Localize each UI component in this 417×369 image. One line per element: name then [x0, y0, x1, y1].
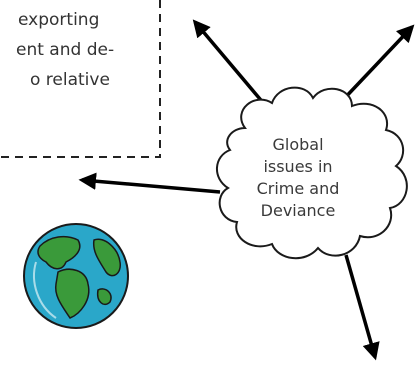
cloud-label: Global issues in Crime and Deviance	[232, 134, 364, 222]
arrow-down	[344, 254, 380, 361]
note-line-1: exporting	[18, 10, 100, 30]
cloud-line-4: Deviance	[260, 201, 336, 220]
arrow-up-right	[338, 24, 415, 105]
note-box: exporting ent and de- o relative	[0, 0, 175, 160]
cloud-line-2: issues in	[263, 157, 333, 176]
note-box-border	[0, 0, 161, 158]
cloud-line-1: Global	[272, 135, 324, 154]
arrow-left	[78, 172, 221, 194]
note-line-3: o relative	[30, 70, 110, 90]
globe-icon	[23, 223, 129, 329]
cloud-shape	[216, 86, 408, 260]
cloud-line-3: Crime and	[256, 179, 340, 198]
note-line-2: ent and de-	[16, 40, 115, 60]
arrow-up-left	[192, 19, 267, 107]
